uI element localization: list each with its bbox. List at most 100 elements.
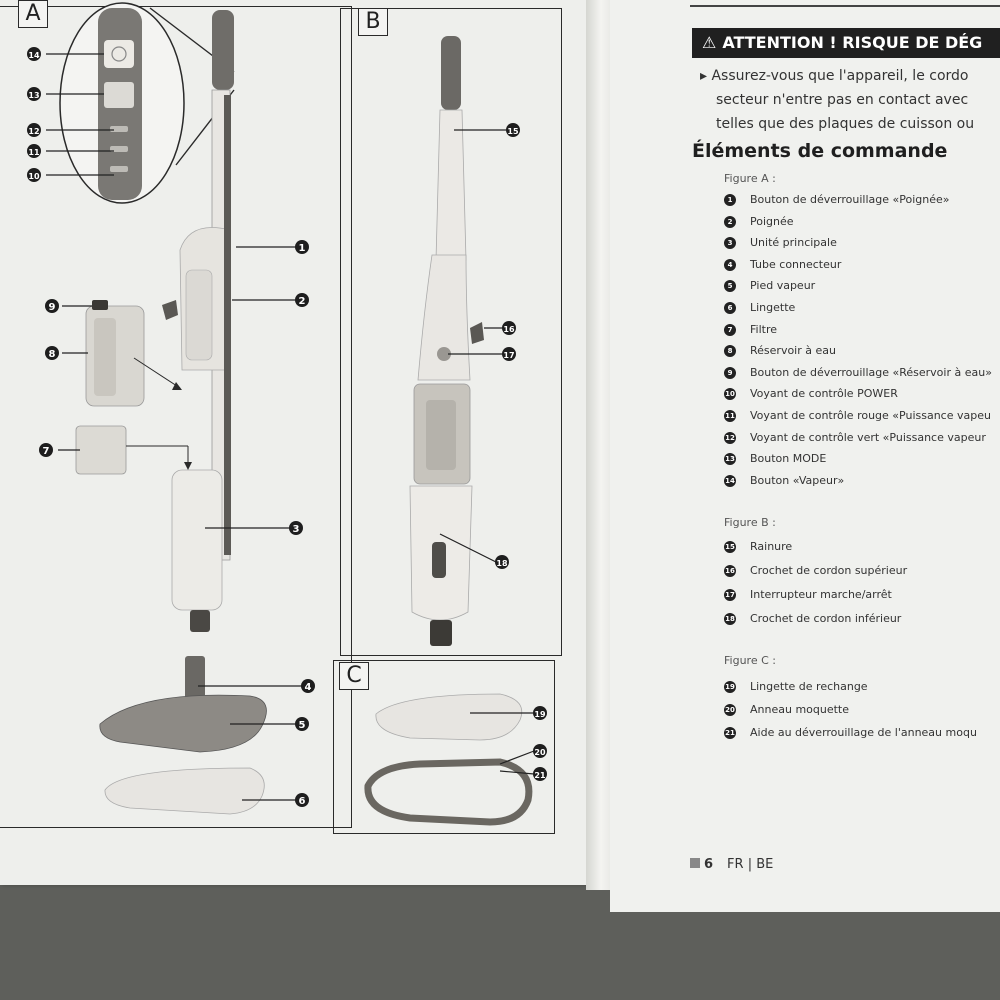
legend-text: Crochet de cordon inférieur	[750, 612, 902, 625]
legend-number-badge: 18	[724, 613, 736, 625]
legend-number-badge: 15	[724, 541, 736, 553]
svg-text:6: 6	[299, 796, 306, 807]
water-tank-illustration	[75, 300, 192, 475]
callout-13	[27, 87, 41, 101]
svg-text:17: 17	[503, 351, 514, 360]
callout-1	[295, 240, 309, 254]
svg-text:1: 1	[299, 243, 306, 254]
legend-number-badge: 16	[724, 565, 736, 577]
legend-text: Voyant de contrôle POWER	[750, 387, 898, 401]
legend-item: 12 Voyant de contrôle vert «Puissance vap…	[724, 431, 1000, 449]
svg-text:13: 13	[28, 91, 39, 100]
steam-mop-rear-illustration	[409, 36, 484, 646]
svg-text:19: 19	[534, 710, 546, 719]
callout-10	[27, 168, 41, 182]
svg-text:15: 15	[507, 127, 519, 136]
callout-17	[502, 347, 516, 361]
callout-15	[506, 123, 520, 137]
svg-text:14: 14	[28, 51, 40, 60]
legend-number-badge: 1	[724, 194, 736, 206]
legend-number-badge: 11	[724, 410, 736, 422]
svg-text:18: 18	[496, 559, 508, 568]
legend-text: Filtre	[750, 322, 778, 336]
svg-text:9: 9	[49, 302, 56, 313]
legend-text: Voyant de contrôle rouge «Puissance vape…	[750, 409, 991, 422]
figure-c-label: C	[339, 662, 369, 690]
callout-5	[295, 717, 309, 731]
figure-b-label: B	[358, 8, 388, 36]
callout-4	[301, 679, 315, 693]
legend-number-badge: 2	[724, 215, 736, 228]
figure-b-heading: Figure B :	[724, 516, 776, 529]
legend-item: 20 Anneau moquette	[724, 703, 1000, 721]
figure-c-panel	[333, 660, 555, 834]
callout-20	[533, 744, 547, 758]
legend-item: 6 Lingette	[724, 301, 1000, 319]
legend-item: 2 Poignée	[724, 215, 1000, 233]
figure-b-panel	[340, 8, 562, 656]
svg-text:7: 7	[43, 446, 50, 457]
legend-text: Bouton de déverrouillage «Réservoir à ea…	[750, 365, 992, 379]
legend-text: Interrupteur marche/arrêt	[750, 588, 892, 601]
legend-number-badge: 20	[724, 704, 736, 716]
callout-18	[495, 555, 509, 569]
legend-number-badge: 14	[724, 474, 736, 487]
attention-text: ▸ Assurez-vous que l'appareil, le cordo …	[700, 64, 1000, 136]
pad-and-carpet-ring-illustration	[364, 693, 533, 826]
attention-title: ATTENTION ! RISQUE DE DÉG	[722, 33, 983, 52]
figure-c-heading: Figure C :	[724, 654, 776, 667]
legend-number-badge: 12	[724, 431, 736, 444]
handle-zoom-illustration	[59, 2, 235, 204]
callout-6	[295, 793, 309, 807]
legend-item: 11 Voyant de contrôle rouge «Puissance va…	[724, 409, 1000, 427]
footer-square-icon	[690, 858, 700, 868]
legend-text: Tube connecteur	[750, 257, 842, 271]
page-number: 6	[704, 857, 714, 872]
callout-markers: 1 2 3 4 5 6 7 8 9 10 11 12 13 14 15 16 1…	[27, 47, 547, 807]
section-title: Éléments de commande	[692, 140, 948, 162]
callout-3	[289, 521, 303, 535]
attention-line: ▸ Assurez-vous que l'appareil, le cordo	[700, 68, 969, 84]
legend-text: Rainure	[750, 540, 793, 553]
legend-text: Bouton de déverrouillage «Poignée»	[750, 193, 950, 206]
legend-text: Pied vapeur	[750, 279, 816, 293]
svg-text:16: 16	[503, 325, 515, 334]
callout-16	[502, 321, 516, 335]
legend-item: 18 Crochet de cordon inférieur	[724, 612, 1000, 630]
steam-mop-body-illustration	[162, 10, 234, 632]
svg-text:12: 12	[28, 127, 39, 136]
legend-number-badge: 3	[724, 237, 736, 250]
legend-number-badge: 13	[724, 453, 736, 466]
legend-text: Aide au déverrouillage de l'anneau moqu	[750, 726, 977, 739]
legend-text: Bouton MODE	[750, 452, 827, 466]
legend-text: Voyant de contrôle vert «Puissance vapeu…	[750, 430, 986, 444]
callout-9	[45, 299, 59, 313]
legend-number-badge: 6	[724, 302, 736, 314]
callout-lines	[46, 53, 535, 801]
legend-number-badge: 8	[724, 345, 736, 358]
legend-number-badge: 5	[724, 280, 736, 293]
legend-text: Poignée	[750, 214, 794, 228]
callout-11	[27, 144, 41, 158]
callout-14	[27, 47, 41, 61]
legend-item: 13 Bouton MODE	[724, 452, 1000, 470]
svg-text:4: 4	[305, 682, 312, 693]
svg-text:20: 20	[534, 748, 546, 757]
legend-number-badge: 7	[724, 323, 736, 336]
callout-8	[45, 346, 59, 360]
legend-text: Lingette de rechange	[750, 680, 868, 693]
callout-19	[533, 706, 547, 720]
callout-12	[27, 123, 41, 137]
legend-text: Lingette	[750, 301, 796, 314]
legend-text: Anneau moquette	[750, 703, 850, 716]
svg-text:8: 8	[49, 349, 56, 360]
svg-text:10: 10	[28, 172, 40, 181]
